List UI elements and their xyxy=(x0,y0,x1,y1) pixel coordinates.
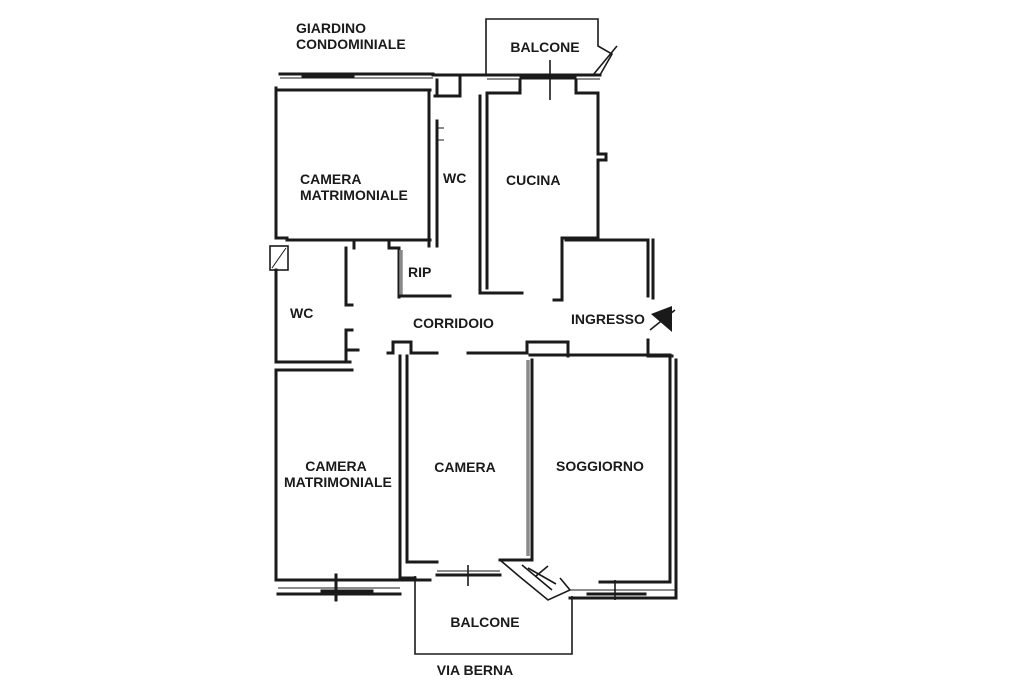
corridor-label: CORRIDOIO xyxy=(413,315,494,331)
wc-top-walls xyxy=(433,76,462,248)
bay-window xyxy=(499,559,572,601)
garden-label-line1: GIARDINO xyxy=(296,20,366,36)
garden-label-line2: CONDOMINIALE xyxy=(296,36,406,52)
kitchen-walls xyxy=(478,78,655,302)
master-bedroom-bottom-label-line2: MATRIMONIALE xyxy=(284,474,392,490)
master-bedroom-top-label-line2: MATRIMONIALE xyxy=(300,187,408,203)
kitchen-label: CUCINA xyxy=(506,172,561,188)
storage-label: RIP xyxy=(408,264,432,280)
balcony-bottom-label: BALCONE xyxy=(450,614,520,630)
entrance-label: INGRESSO xyxy=(571,311,645,327)
wc-left-label: WC xyxy=(290,305,314,321)
corridor-walls xyxy=(386,340,662,358)
wc-left-walls xyxy=(269,245,360,364)
living-room-walls xyxy=(568,353,678,600)
balcony-top-label: BALCONE xyxy=(510,39,580,55)
balcony-top-outline xyxy=(485,18,618,76)
top-exterior-wall xyxy=(278,60,602,100)
storage-walls xyxy=(387,240,452,299)
balcony-bottom-outline xyxy=(414,565,573,655)
wc-top-label: WC xyxy=(443,170,467,186)
bedroom-walls xyxy=(405,354,534,564)
living-room-label: SOGGIORNO xyxy=(556,458,644,474)
entrance-door xyxy=(646,306,676,358)
bedroom-label: CAMERA xyxy=(434,459,496,475)
master-bedroom-bottom-label-line1: CAMERA xyxy=(305,458,367,474)
master-bedroom-top-walls xyxy=(274,86,432,250)
street-label: VIA BERNA xyxy=(436,662,514,678)
master-bedroom-top-label-line1: CAMERA xyxy=(300,171,362,187)
master-bedroom-bottom-walls xyxy=(274,354,432,602)
